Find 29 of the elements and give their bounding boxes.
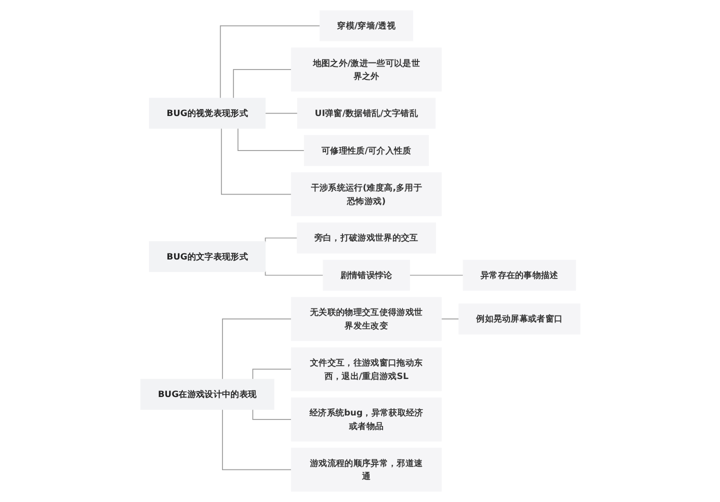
node-box: 地图之外/激进一些可以是世界之外 [290, 48, 442, 92]
connector [440, 318, 459, 320]
node-box: 游戏流程的顺序异常，邪道速通 [290, 448, 442, 492]
node-box: BUG的视觉表现形式 [148, 98, 266, 129]
connector [408, 274, 464, 276]
connector [264, 270, 324, 276]
connector [222, 409, 292, 470]
node-box: 穿模/穿墙/透视 [319, 10, 413, 42]
node-box: 异常存在的事物描述 [462, 260, 576, 291]
connector [252, 368, 292, 380]
connector [220, 25, 320, 99]
connector [237, 128, 304, 151]
node-box: 例如晃动屏幕或者窗口 [458, 304, 580, 334]
connector [252, 409, 292, 420]
connector [232, 69, 292, 99]
node-box: 无关联的物理交互使得游戏世界发生改变 [290, 297, 442, 341]
connector [222, 318, 292, 380]
node-box: 经济系统bug，异常获取经济或者物品 [290, 398, 442, 442]
connector [220, 128, 292, 195]
node-box: 可修理性质/可介入性质 [304, 135, 429, 166]
connector [264, 238, 298, 243]
node-box: BUG在游戏设计中的表现 [140, 378, 274, 410]
node-box: 剧情错误悖论 [322, 260, 410, 291]
node-box: 旁白，打破游戏世界的交互 [296, 222, 436, 254]
connector [264, 112, 298, 114]
node-box: UI弹窗/数据错乱/文字错乱 [296, 98, 436, 129]
node-box: BUG的文字表现形式 [148, 241, 266, 272]
node-box: 文件交互，往游戏窗口拖动东西，退出/重启游戏SL [290, 347, 442, 392]
node-box: 干涉系统运行(难度高,多用于恐怖游戏) [290, 172, 442, 216]
